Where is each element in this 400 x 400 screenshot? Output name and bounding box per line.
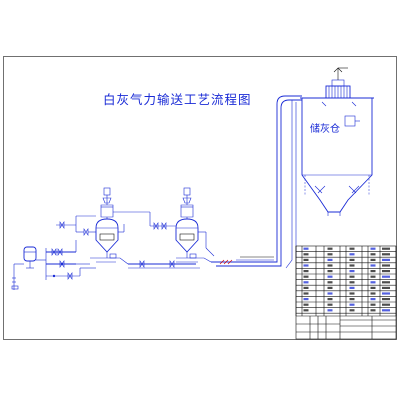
table-cell-mark (327, 247, 333, 250)
pump-vessel-2 (175, 187, 215, 263)
table-cell-mark (370, 258, 376, 261)
table-cell-mark (303, 275, 309, 278)
table-cell-mark (370, 264, 376, 267)
table-cell-mark (370, 275, 376, 278)
table-cell-mark (349, 264, 355, 267)
table-cell-mark (349, 275, 355, 278)
table-cell-marks (303, 247, 390, 312)
table-cell-mark (382, 253, 390, 256)
table-cell-mark (370, 281, 376, 284)
table-cell-mark (382, 286, 390, 289)
table-cell-mark (327, 303, 333, 306)
table-cell-mark (303, 270, 309, 273)
table-cell-mark (303, 258, 309, 261)
pump-vessel-1 (56, 187, 129, 265)
table-cell-mark (349, 270, 355, 273)
table-cell-mark (382, 303, 390, 306)
air-receiver-tank (23, 246, 37, 269)
table-cell-mark (327, 258, 333, 261)
sheet-border (3, 56, 397, 340)
interconnect-line (113, 211, 200, 269)
table-cell-mark (349, 309, 355, 312)
table-cell-mark (382, 264, 390, 267)
table-cell-mark (327, 264, 333, 267)
table-cell-mark (382, 281, 390, 284)
table-cell-mark (382, 258, 390, 261)
drawing-title: 白灰气力输送工艺流程图 (103, 92, 252, 107)
silo-label: 储灰仓 (310, 122, 340, 135)
table-cell-mark (303, 292, 309, 295)
bag-filter (321, 67, 357, 107)
table-cell-mark (303, 286, 309, 289)
table-cell-mark (327, 281, 333, 284)
table-cell-mark (370, 270, 376, 273)
table-cell-mark (382, 298, 390, 301)
table-cell-mark (349, 303, 355, 306)
table-cell-mark (349, 281, 355, 284)
table-cell-mark (303, 298, 309, 301)
air-inlet-line (11, 240, 96, 290)
table-cell-mark (382, 309, 390, 312)
table-cell-mark (349, 292, 355, 295)
table-cell-mark (327, 253, 333, 256)
table-cell-mark (327, 286, 333, 289)
table-cell-mark (303, 303, 309, 306)
table-cell-mark (303, 247, 309, 250)
table-cell-mark (327, 270, 333, 273)
table-cell-mark (303, 264, 309, 267)
table-cell-mark (370, 303, 376, 306)
table-cell-mark (382, 275, 390, 278)
table-cell-mark (349, 286, 355, 289)
table-cell-mark (303, 309, 309, 312)
table-cell-mark (327, 292, 333, 295)
table-cell-mark (349, 253, 355, 256)
table-cell-mark (349, 298, 355, 301)
table-cell-mark (382, 292, 390, 295)
table-cell-mark (370, 298, 376, 301)
table-cell-mark (349, 258, 355, 261)
conveying-pipeline (211, 95, 302, 269)
table-cell-mark (327, 275, 333, 278)
table-cell-mark (303, 253, 309, 256)
table-cell-mark (382, 270, 390, 273)
table-cell-mark (327, 298, 333, 301)
table-cell-mark (370, 253, 376, 256)
table-cell-mark (370, 309, 376, 312)
table-cell-mark (303, 281, 309, 284)
table-cell-mark (327, 309, 333, 312)
table-cell-mark (349, 247, 355, 250)
table-cell-mark (382, 247, 390, 250)
storage-silo: 储灰仓 (300, 97, 374, 216)
parts-list-table (295, 245, 397, 340)
table-cell-mark (370, 247, 376, 250)
table-cell-mark (370, 286, 376, 289)
table-cell-mark (370, 292, 376, 295)
